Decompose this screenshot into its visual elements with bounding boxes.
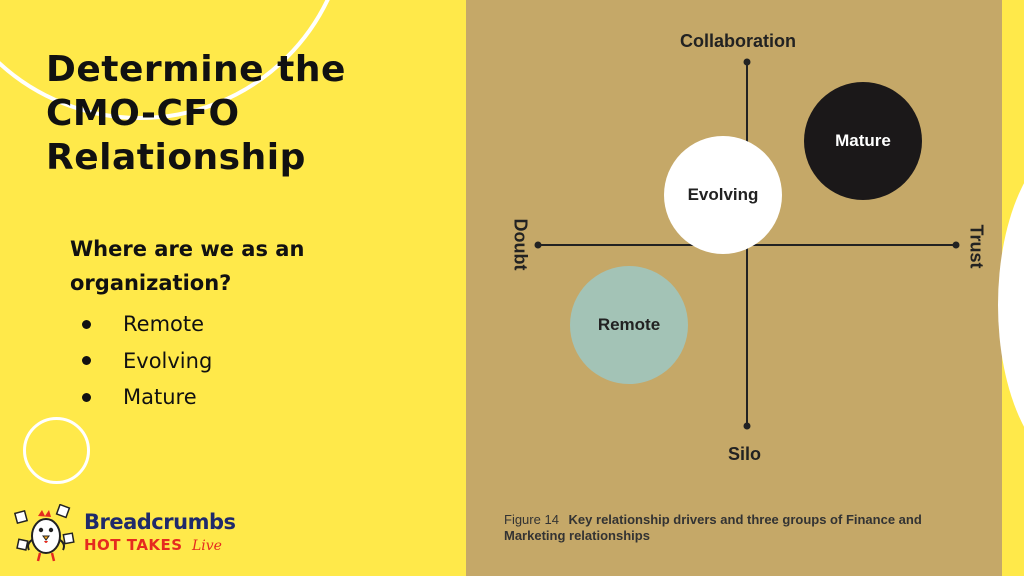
bullet-label: Remote — [123, 312, 205, 336]
list-item: Evolving — [78, 343, 212, 380]
group-bubble-evolving: Evolving — [664, 136, 782, 254]
axis-endpoint-bottom — [743, 422, 751, 430]
caption-number: Figure 14 — [504, 512, 559, 527]
bullet-icon — [82, 392, 91, 402]
axis-label-collaboration: Collaboration — [680, 31, 796, 51]
bullet-icon — [82, 319, 91, 329]
slide-title: Determine the CMO-CFO Relationship — [46, 48, 446, 180]
logo-tagline: HOT TAKES — [84, 536, 183, 554]
title-line: CMO-CFO — [46, 93, 240, 134]
bullet-label: Mature — [123, 385, 197, 409]
list-item: Mature — [78, 379, 212, 416]
breadcrumbs-logo: Breadcrumbs HOT TAKES Live — [14, 504, 254, 566]
logo-wordmark: Breadcrumbs — [84, 510, 236, 534]
axis-label-doubt: Doubt — [510, 218, 531, 271]
group-bubble-mature: Mature — [804, 82, 922, 200]
decorative-ring — [23, 417, 90, 484]
axis-label-silo: Silo — [728, 444, 762, 464]
group-bubble-remote: Remote — [570, 266, 688, 384]
chicken-mascot-icon — [14, 504, 75, 562]
caption-text: Key relationship drivers and three group… — [504, 512, 922, 543]
axis-endpoint-right — [952, 241, 960, 249]
diagram-panel: Collaboration Silo Doubt Trust Remote Ma… — [466, 0, 1002, 576]
title-line: Determine the — [46, 49, 346, 90]
question-text: Where are we as an organization? — [70, 237, 305, 295]
bullet-list: Remote Evolving Mature — [78, 306, 212, 416]
logo-tagline-script: Live — [192, 538, 222, 554]
bullet-icon — [82, 356, 91, 366]
figure-caption: Figure 14 Key relationship drivers and t… — [504, 512, 924, 544]
title-line: Relationship — [46, 137, 306, 178]
axis-label-trust: Trust — [966, 224, 987, 269]
bullet-label: Evolving — [123, 348, 213, 373]
axis-endpoint-top — [743, 58, 751, 66]
axis-endpoint-left — [534, 241, 542, 249]
list-item: Remote — [78, 306, 212, 343]
quadrant-axes — [534, 58, 960, 430]
